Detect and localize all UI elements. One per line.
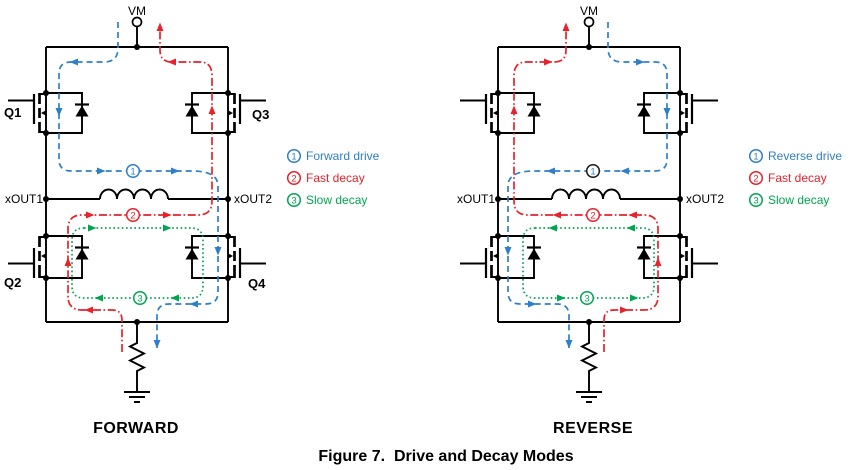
xout1-label: xOUT1 <box>457 192 495 206</box>
q1-label: Q1 <box>4 105 21 120</box>
legend-label: Reverse drive <box>768 149 842 163</box>
arrow-right <box>544 58 553 66</box>
reverse-circuit: 1 2 3 VM xOUT1 xOUT2 REVERSE 1 Reverse d… <box>457 4 842 437</box>
arrow-left <box>548 224 557 232</box>
arrow-down <box>55 108 63 117</box>
arrow-right <box>620 306 629 314</box>
arrow-left <box>628 211 637 219</box>
arrow-up <box>156 22 164 31</box>
path-number-3: 3 <box>584 293 589 304</box>
forward-slow-decay-path <box>71 224 204 302</box>
xout2-label: xOUT2 <box>686 192 724 206</box>
arrow-left <box>552 211 561 219</box>
arrow-up <box>208 105 216 114</box>
path-number-2: 2 <box>130 210 135 221</box>
arrow-right <box>163 211 172 219</box>
arrow-right <box>97 167 106 175</box>
arrow-down <box>565 340 573 349</box>
q3-label: Q3 <box>252 107 269 122</box>
arrow-right <box>528 300 537 308</box>
legend-item-slow-decay: 3 Slow decay <box>748 192 829 208</box>
forward-legend: 1 Forward drive 2 Fast decay 3 Slow deca… <box>286 148 380 208</box>
reverse-legend: 1 Reverse drive 2 Fast decay 3 Slow deca… <box>748 148 842 208</box>
legend-label: Fast decay <box>768 171 827 185</box>
arrow-up <box>64 257 72 266</box>
legend-number: 3 <box>291 195 296 206</box>
path-marker-reverse-fast-decay: 2 <box>585 207 601 223</box>
path-marker-reverse-slow-decay: 3 <box>579 290 595 306</box>
q4-label: Q4 <box>248 276 266 291</box>
path-marker-forward-slow-decay: 3 <box>132 290 148 306</box>
legend-label: Slow decay <box>768 193 829 207</box>
path-number-1: 1 <box>590 166 595 177</box>
path-marker-forward-drive: 1 <box>125 163 141 179</box>
q2-label: Q2 <box>4 275 21 290</box>
arrow-right <box>86 211 95 219</box>
path-number-3: 3 <box>137 293 142 304</box>
legend-item-fast-decay: 2 Fast decay <box>748 170 827 186</box>
path-marker-reverse-drive: 1 <box>585 163 601 179</box>
arrow-down <box>504 247 512 256</box>
path-number-1: 1 <box>130 166 135 177</box>
arrow-up <box>510 105 518 114</box>
legend-number: 1 <box>753 151 758 162</box>
arrow-left <box>167 58 176 66</box>
arrow-up <box>562 22 570 31</box>
arrow-right <box>171 167 180 175</box>
arrow-right <box>636 58 645 66</box>
arrow-down <box>663 108 671 117</box>
legend-label: Fast decay <box>306 171 365 185</box>
xout2-label: xOUT2 <box>234 192 272 206</box>
legend-number: 1 <box>291 151 296 162</box>
arrow-left <box>84 306 93 314</box>
arrow-left <box>170 294 179 302</box>
reverse-title: REVERSE <box>553 420 633 437</box>
legend-item-fast-decay: 2 Fast decay <box>286 170 365 186</box>
figure-caption: Figure 7. Drive and Decay Modes <box>318 448 573 465</box>
legend-item-slow-decay: 3 Slow decay <box>286 192 367 208</box>
arrow-left <box>69 58 78 66</box>
forward-circuit: 1 2 3 VM Q1 Q2 Q3 Q4 xOUT1 xOUT2 FORWARD… <box>4 4 380 437</box>
arrow-left <box>546 167 555 175</box>
xout1-label: xOUT1 <box>5 192 43 206</box>
arrow-right <box>163 224 172 232</box>
arrow-right <box>630 294 639 302</box>
arrow-left <box>189 300 198 308</box>
arrow-left <box>626 224 635 232</box>
forward-title: FORWARD <box>93 420 179 437</box>
vm-label: VM <box>580 4 598 18</box>
legend-item-forward-drive: 1 Forward drive <box>286 148 380 164</box>
vm-label: VM <box>128 4 146 18</box>
path-marker-forward-fast-decay: 2 <box>125 207 141 223</box>
arrow-right <box>557 294 566 302</box>
legend-number: 2 <box>753 173 758 184</box>
arrow-left <box>620 167 629 175</box>
reverse-slow-decay-path <box>522 224 655 302</box>
path-number-2: 2 <box>590 210 595 221</box>
legend-label: Slow decay <box>306 193 367 207</box>
arrow-left <box>94 294 103 302</box>
legend-label: Forward drive <box>306 149 380 163</box>
legend-number: 3 <box>753 195 758 206</box>
arrow-down <box>214 247 222 256</box>
arrow-right <box>88 224 97 232</box>
arrow-down <box>153 340 161 349</box>
arrow-up <box>654 257 662 266</box>
legend-number: 2 <box>291 173 296 184</box>
legend-item-reverse-drive: 1 Reverse drive <box>748 148 842 164</box>
